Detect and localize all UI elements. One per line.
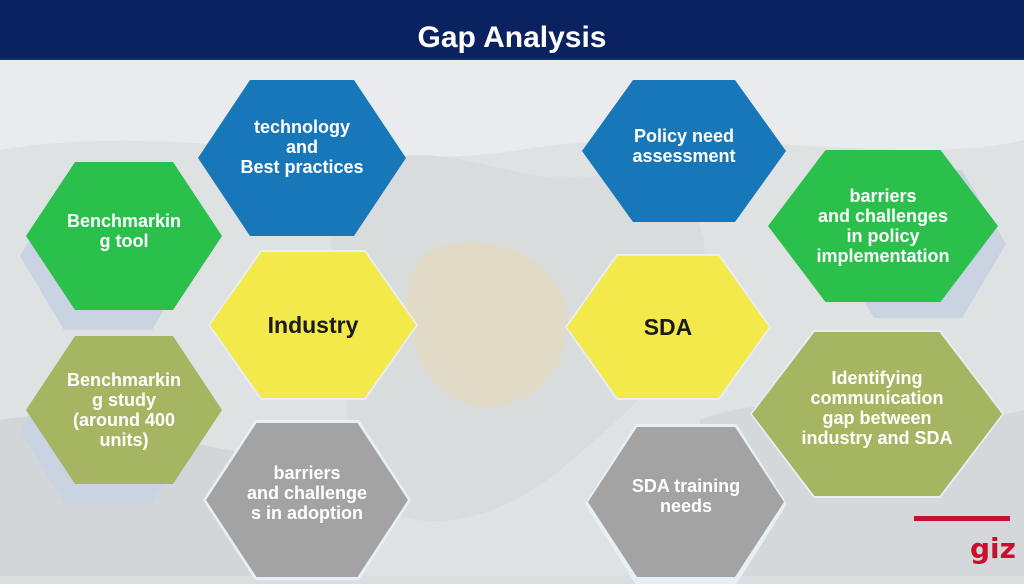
giz-logo: giz bbox=[970, 532, 1016, 565]
technology-best-practices-label: technology and Best practices bbox=[240, 117, 364, 177]
page-title: Gap Analysis bbox=[417, 21, 607, 54]
benchmarking-study-label: Benchmarkin g study (around 400 units) bbox=[66, 370, 182, 450]
barriers-adoption-label: barriers and challenge s in adoption bbox=[246, 463, 368, 523]
benchmarking-tool-hex: Benchmarkin g tool bbox=[26, 162, 222, 310]
title-bar bbox=[0, 0, 1024, 60]
training-needs-label: SDA training needs bbox=[631, 476, 741, 516]
benchmarking-tool-label: Benchmarkin g tool bbox=[66, 211, 182, 251]
communication-gap-label: Identifying communication gap between in… bbox=[801, 368, 953, 448]
industry-hex: Industry bbox=[210, 252, 416, 398]
policy-need-label: Policy need assessment bbox=[632, 126, 736, 166]
communication-gap-hex: Identifying communication gap between in… bbox=[752, 332, 1002, 496]
barriers-policy-label: barriers and challenges in policy implem… bbox=[816, 186, 950, 266]
sda-label: SDA bbox=[643, 313, 693, 340]
training-needs-hex: SDA training needs bbox=[588, 427, 784, 577]
sda-hex: SDA bbox=[567, 256, 769, 398]
industry-label: Industry bbox=[267, 311, 359, 338]
logo-bar bbox=[914, 516, 1010, 521]
